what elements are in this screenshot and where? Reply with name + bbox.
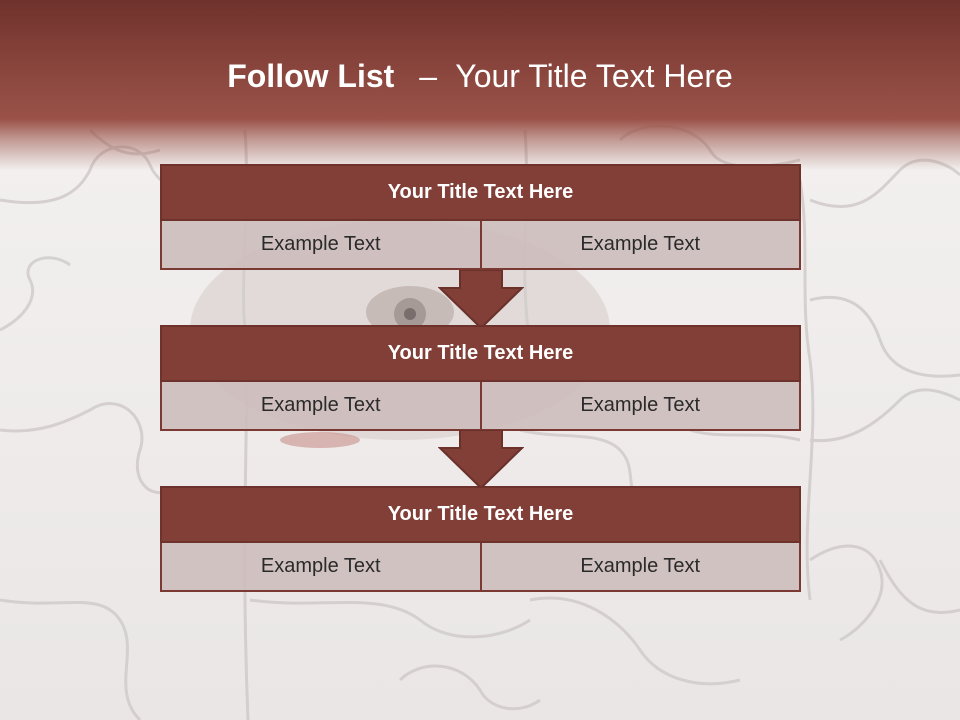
block-row: Example Text Example Text xyxy=(160,543,801,592)
block-cell-left: Example Text xyxy=(260,233,381,255)
block-cell-right: Example Text xyxy=(479,221,800,268)
list-block-1: Your Title Text Here Example Text Exampl… xyxy=(160,164,801,270)
page-title-dash: – xyxy=(419,58,437,94)
page-title-rest: Your Title Text Here xyxy=(455,58,733,94)
block-title: Your Title Text Here xyxy=(160,486,801,543)
page-title: Follow List – Your Title Text Here xyxy=(0,52,960,100)
block-cell-right: Example Text xyxy=(479,543,800,590)
block-cell-left: Example Text xyxy=(260,555,381,577)
header-band xyxy=(0,0,960,170)
block-row: Example Text Example Text xyxy=(160,382,801,431)
list-block-2: Your Title Text Here Example Text Exampl… xyxy=(160,325,801,431)
block-row: Example Text Example Text xyxy=(160,221,801,270)
block-cell-right: Example Text xyxy=(479,382,800,429)
block-cell-left: Example Text xyxy=(260,394,381,416)
block-title: Your Title Text Here xyxy=(160,164,801,221)
list-block-3: Your Title Text Here Example Text Exampl… xyxy=(160,486,801,592)
down-arrow-icon xyxy=(438,270,524,330)
block-title: Your Title Text Here xyxy=(160,325,801,382)
page-title-bold: Follow List xyxy=(227,58,395,94)
down-arrow-icon xyxy=(438,430,524,490)
